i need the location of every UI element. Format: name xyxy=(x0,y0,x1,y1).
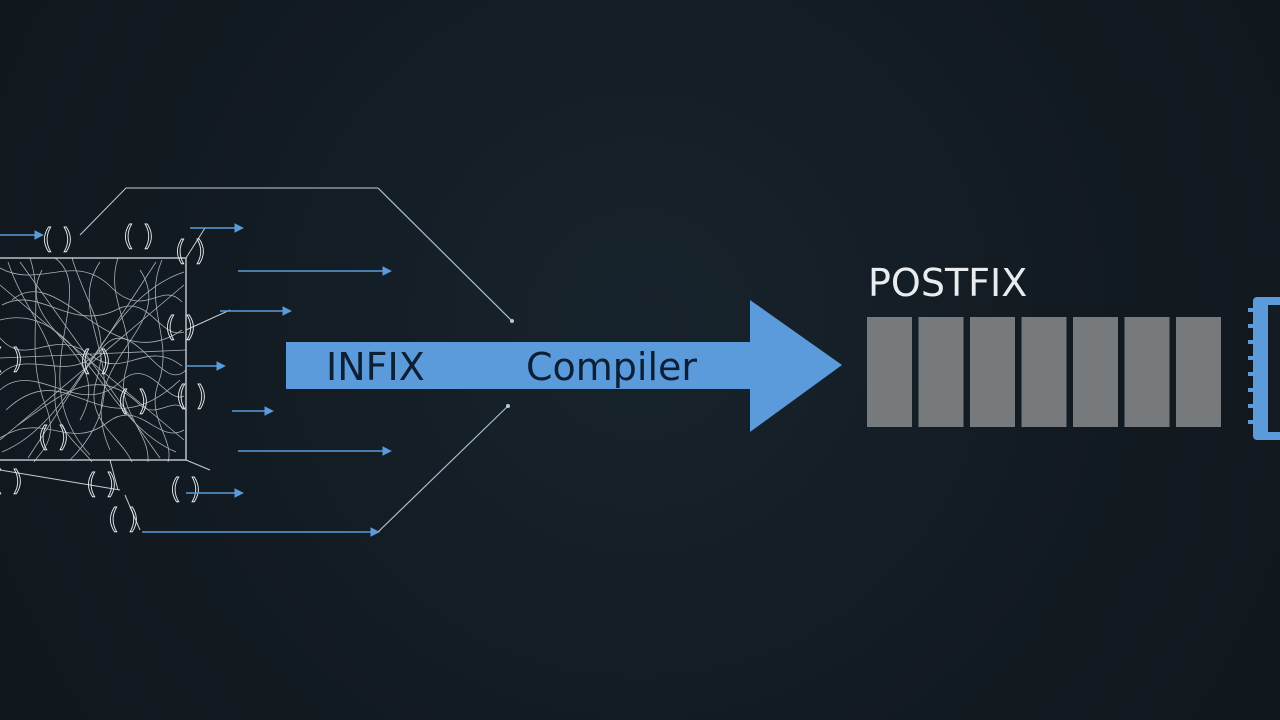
chip-inner xyxy=(1268,305,1280,432)
converge-point-bottom xyxy=(506,404,510,408)
postfix-label: POSTFIX xyxy=(868,261,1027,305)
paren-pair: ( ) xyxy=(118,384,149,417)
postfix-cell xyxy=(1124,317,1170,427)
paren-pair: ( ) xyxy=(80,344,111,377)
paren-pair: ( ) xyxy=(165,310,196,343)
postfix-cell xyxy=(867,317,912,427)
infix-label: INFIX xyxy=(326,345,425,389)
network-tangle xyxy=(0,257,187,463)
small-output-arrows xyxy=(0,223,392,537)
postfix-cell xyxy=(970,317,1015,427)
tangled-input-network: ( ) ( ) ( ) ( ) ( ) ( ) ( ) ( ) ( ) ( ) … xyxy=(0,187,514,537)
paren-pair: ( ) xyxy=(123,219,154,252)
network-outer-lines xyxy=(0,187,378,531)
paren-pair: ( ) xyxy=(42,222,73,255)
paren-pair: ( ) xyxy=(38,420,69,453)
paren-pair: ( ) xyxy=(0,464,23,497)
cpu-chip-icon xyxy=(1248,297,1280,440)
converge-point-top xyxy=(510,319,514,323)
postfix-cell-row xyxy=(867,317,1221,427)
compiler-arrow-shape xyxy=(286,300,842,432)
paren-pair: ( ) xyxy=(86,467,117,500)
paren-pair: ( ) xyxy=(0,342,23,375)
postfix-cell xyxy=(1073,317,1118,427)
network-boundary xyxy=(0,257,187,461)
parentheses-group: ( ) ( ) ( ) ( ) ( ) ( ) ( ) ( ) ( ) ( ) … xyxy=(0,219,207,536)
compiler-label: Compiler xyxy=(526,345,697,389)
postfix-cell xyxy=(918,317,964,427)
postfix-cell xyxy=(1021,317,1067,427)
paren-pair: ( ) xyxy=(108,502,139,535)
main-compiler-arrow: INFIX Compiler xyxy=(286,300,842,432)
postfix-cell xyxy=(1176,317,1221,427)
paren-pair: ( ) xyxy=(176,379,207,412)
paren-pair: ( ) xyxy=(170,472,201,505)
converging-lines xyxy=(377,187,513,533)
paren-pair: ( ) xyxy=(175,234,206,267)
chip-pins xyxy=(1248,308,1254,424)
